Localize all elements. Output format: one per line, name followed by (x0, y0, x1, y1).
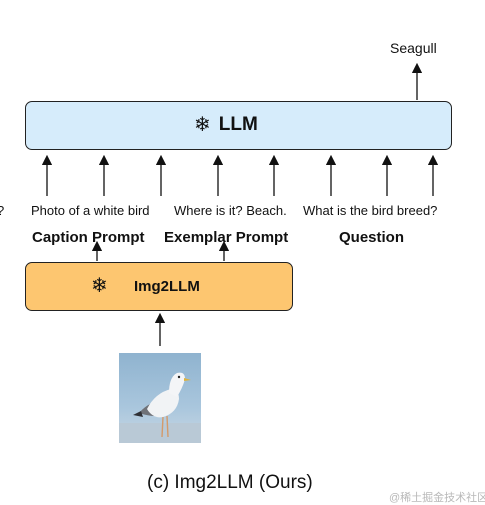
question-input-text: What is the bird breed? (303, 203, 438, 218)
question-label: Question (339, 229, 405, 246)
snowflake-icon: ❄ (194, 114, 211, 136)
snowflake-icon: ❄ (91, 275, 108, 297)
figure-caption: (c) Img2LLM (Ours) (147, 472, 313, 493)
output-label: Seagull (390, 40, 437, 56)
llm-box-header: ❄ LLM (194, 114, 258, 136)
exemplar-prompt-label: Exemplar Prompt (164, 229, 289, 246)
seagull-photo (119, 353, 201, 443)
llm-title: LLM (218, 114, 258, 135)
llm-box (25, 101, 452, 150)
img2llm-title: Img2LLM (134, 278, 200, 295)
caption-input-text: Photo of a white bird (31, 203, 150, 218)
truncated-input-text: ? (0, 203, 4, 218)
caption-prompt-label: Caption Prompt (32, 229, 145, 246)
img2llm-box (25, 262, 293, 311)
exemplar-input-text: Where is it? Beach. (174, 203, 287, 218)
watermark: @稀土掘金技术社区 (389, 492, 485, 504)
